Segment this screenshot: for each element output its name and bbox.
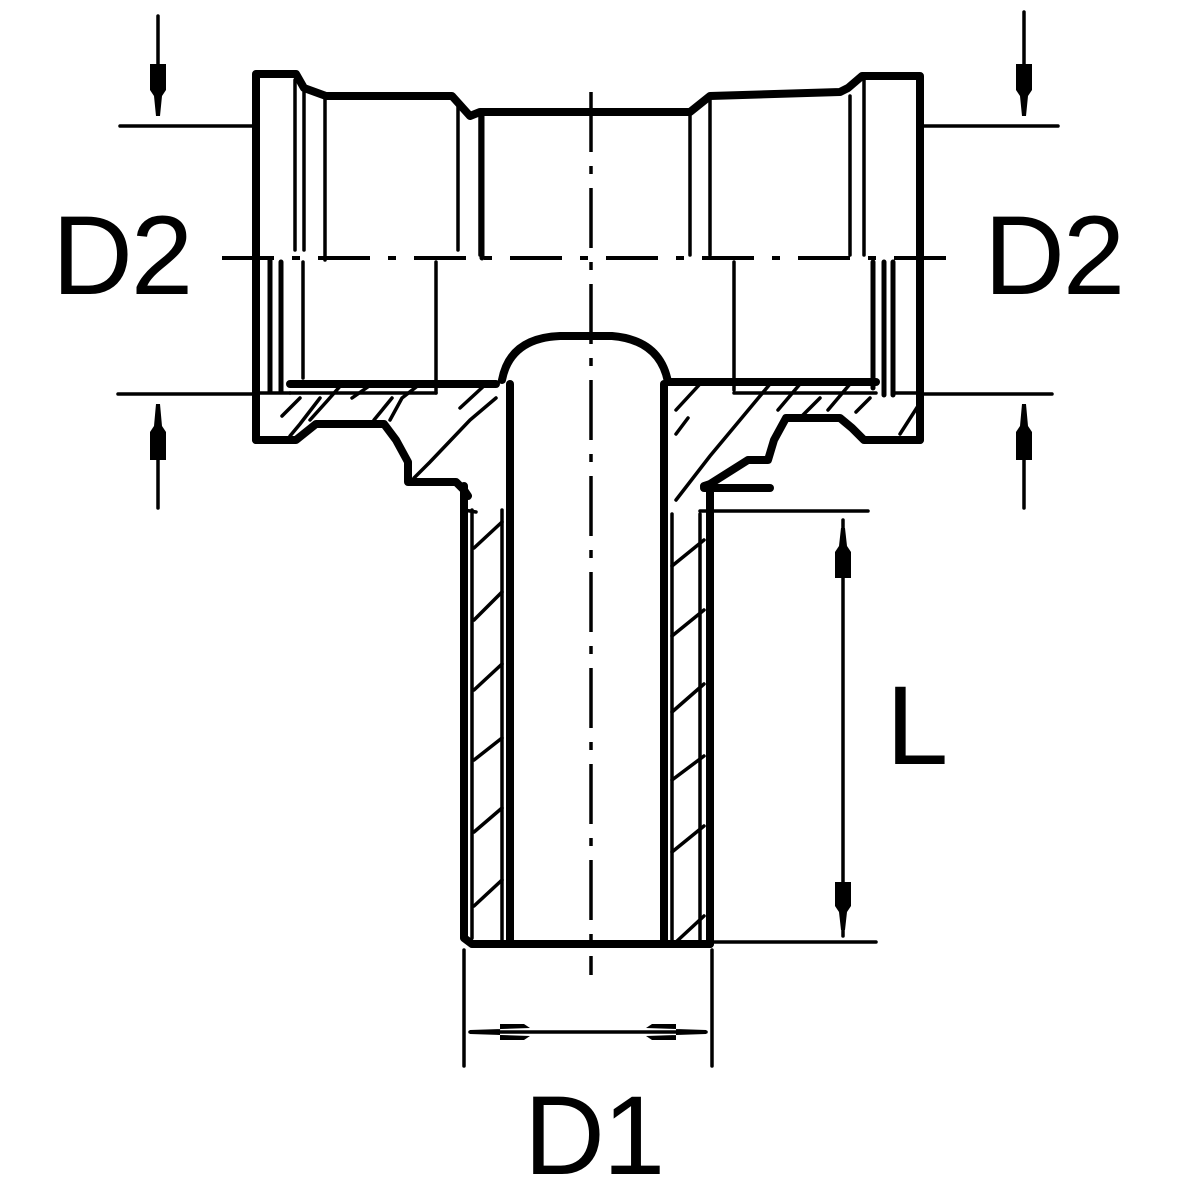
center-lines xyxy=(222,92,950,975)
run-section-hatching xyxy=(280,382,920,502)
dimension-d1 xyxy=(462,948,714,1068)
dimension-l xyxy=(698,509,878,944)
dimension-d2-right xyxy=(922,10,1060,510)
branch-spigot xyxy=(460,380,774,948)
label-length: L xyxy=(886,663,948,788)
label-d1: D1 xyxy=(524,1073,665,1198)
run-body-outline xyxy=(252,70,924,500)
label-d2-left: D2 xyxy=(52,193,193,318)
dimension-d2-left xyxy=(116,14,254,510)
branch-section-hatching xyxy=(472,520,706,944)
label-d2-right: D2 xyxy=(984,193,1125,318)
